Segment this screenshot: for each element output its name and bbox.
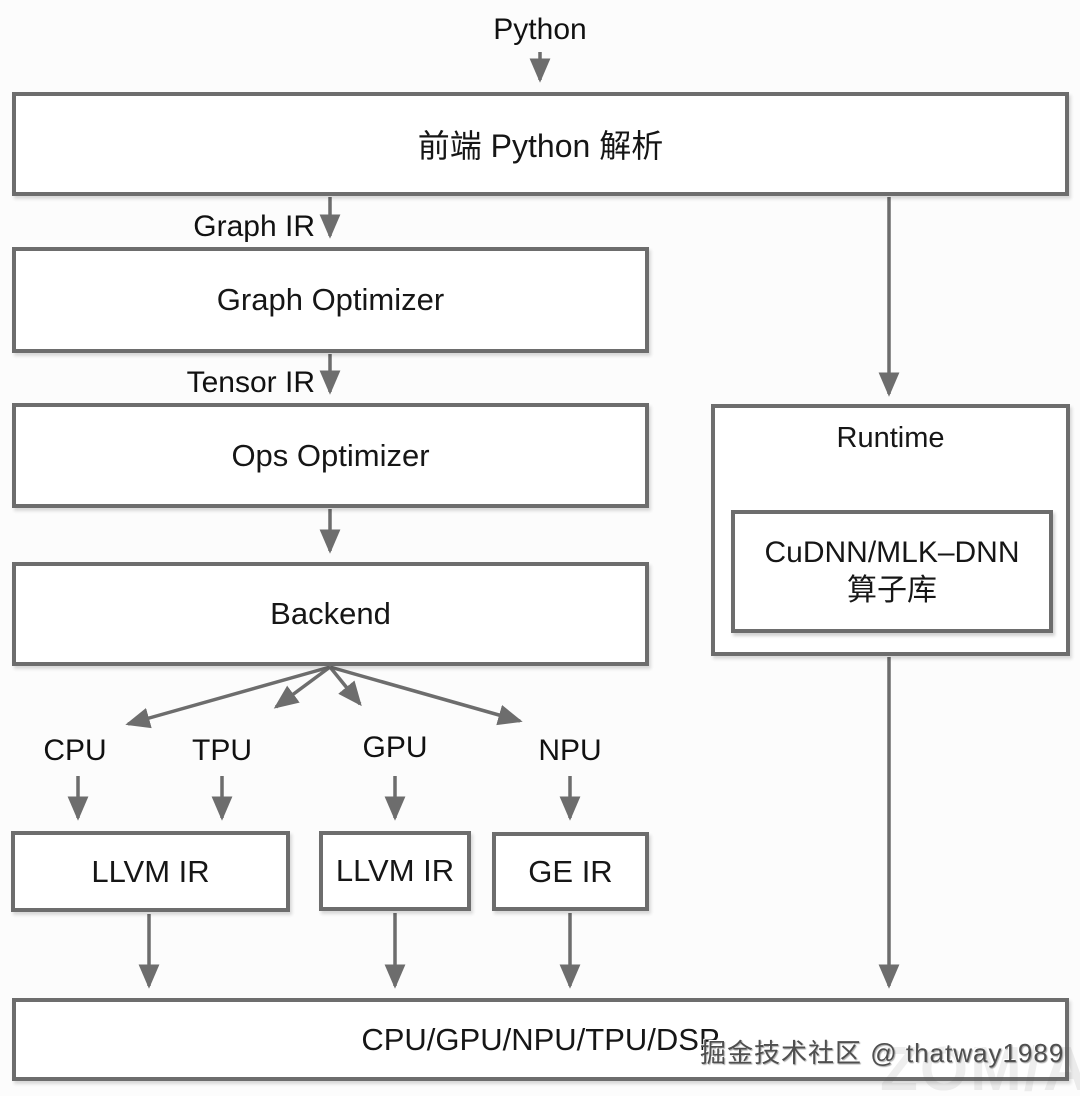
ghost-watermark: ZOM/AI图 xyxy=(880,1035,1080,1096)
operator-library-box: CuDNN/MLK–DNN 算子库 xyxy=(731,510,1053,633)
operator-library-line2: 算子库 xyxy=(847,573,937,607)
llvm-ir-cpu-tpu-box: LLVM IR xyxy=(11,831,290,912)
graph-ir-edge-label: Graph IR xyxy=(193,210,315,243)
credit-watermark: 掘金技术社区 @ thatway1989 xyxy=(700,1038,1065,1068)
operator-library-line1: CuDNN/MLK–DNN xyxy=(764,536,1020,569)
gpu-target-label: GPU xyxy=(362,731,428,764)
runtime-label: Runtime xyxy=(836,422,945,454)
llvm-ir-gpu-label: LLVM IR xyxy=(335,853,455,888)
backend-label: Backend xyxy=(270,596,391,631)
arrow-backend-to-npu xyxy=(329,665,523,726)
ge-ir-box: GE IR xyxy=(492,832,649,911)
frontend-parser-label: 前端 Python 解析 xyxy=(417,128,664,164)
llvm-ir-cpu-tpu-label: LLVM IR xyxy=(91,853,210,889)
tensor-ir-edge-label: Tensor IR xyxy=(186,366,315,399)
arrow-backend-to-tpu xyxy=(273,665,332,709)
ops-optimizer-box: Ops Optimizer xyxy=(12,403,649,508)
backend-box: Backend xyxy=(12,562,649,666)
graph-optimizer-label: Graph Optimizer xyxy=(216,282,445,317)
python-source-label: Python xyxy=(493,13,587,46)
arrow-backend-to-cpu xyxy=(125,665,331,729)
tpu-target-label: TPU xyxy=(192,734,252,767)
graph-optimizer-box: Graph Optimizer xyxy=(12,247,649,353)
hardware-targets-label: CPU/GPU/NPU/TPU/DSP xyxy=(361,1021,720,1057)
hardware-targets-box: CPU/GPU/NPU/TPU/DSP xyxy=(12,998,1069,1081)
cpu-target-label: CPU xyxy=(43,734,107,767)
npu-target-label: NPU xyxy=(538,734,602,767)
frontend-parser-box: 前端 Python 解析 xyxy=(12,92,1069,196)
llvm-ir-gpu-box: LLVM IR xyxy=(319,831,471,911)
ops-optimizer-label: Ops Optimizer xyxy=(231,437,430,473)
arrow-backend-to-gpu xyxy=(328,665,362,707)
ge-ir-label: GE IR xyxy=(528,853,613,889)
